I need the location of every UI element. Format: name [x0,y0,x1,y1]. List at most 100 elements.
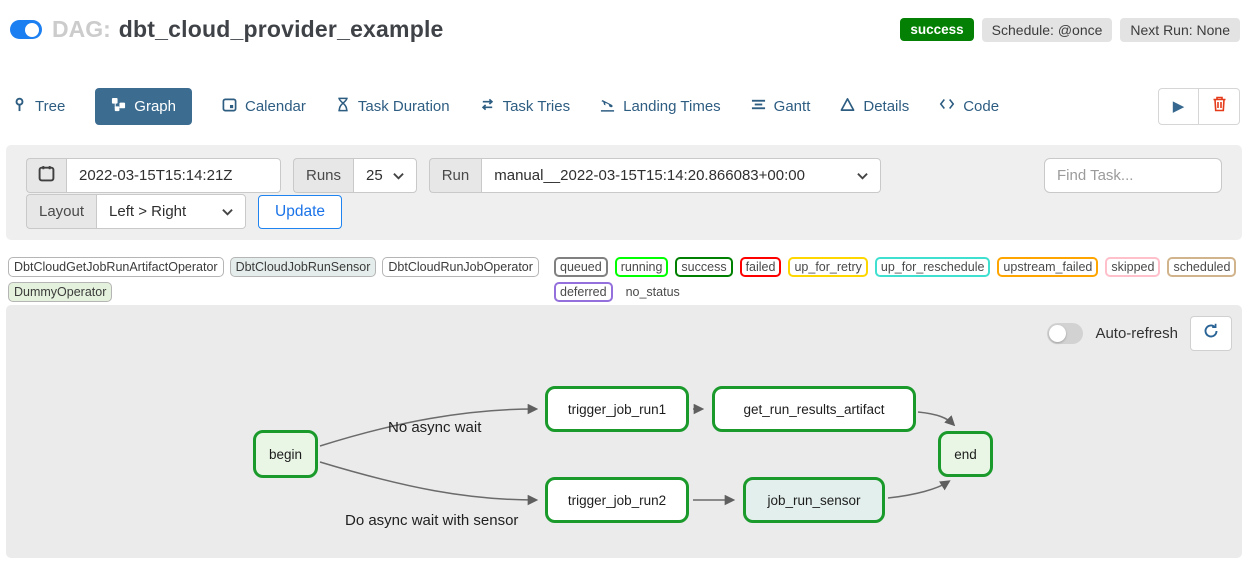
dag-title: dbt_cloud_provider_example [118,16,444,42]
tab-label: Calendar [245,97,306,115]
runs-select[interactable]: 25 [353,158,417,193]
calendar-icon [222,97,237,116]
dag-edges [319,403,956,506]
task-node-begin[interactable]: begin [253,430,318,478]
calendar-icon [38,165,55,187]
status-badge-no-status[interactable]: no_status [619,282,686,302]
header: DAG: dbt_cloud_provider_example success … [10,16,1240,43]
graph-controls: Auto-refresh [1047,316,1232,351]
plane-landing-icon [600,97,615,116]
refresh-button[interactable] [1190,316,1232,351]
filter-row-1: 2022-03-15T15:14:21Z Runs 25 Run manual_… [26,158,1222,193]
tab-label: Task Duration [357,97,450,115]
operator-badge: DbtCloudGetJobRunArtifactOperator [8,257,224,277]
status-badge: success [900,18,974,41]
update-button[interactable]: Update [258,194,343,229]
status-badge-up-for-reschedule[interactable]: up_for_reschedule [874,257,991,277]
legend: DbtCloudGetJobRunArtifactOperator DbtClo… [8,257,1242,302]
edge-label-no-async-wait: No async wait [388,419,482,436]
run-label: Run [428,158,482,193]
hourglass-icon [336,97,350,116]
dag-action-buttons: ▶ [1158,87,1240,125]
tab-label: Gantt [773,97,811,115]
auto-refresh-toggle[interactable] [1047,323,1084,344]
tab-label: Landing Times [623,97,721,115]
status-badge-failed[interactable]: failed [739,257,782,277]
chevron-down-icon [222,203,233,220]
task-node-trigger-job-run1[interactable]: trigger_job_run1 [545,386,689,432]
tab-label: Graph [134,97,176,115]
align-icon [751,97,766,116]
graph-icon [111,97,126,116]
runs-group: Runs 25 [293,158,417,193]
run-value: manual__2022-03-15T15:14:20.866083+00:00 [494,167,805,184]
task-node-get-run-results-artifact[interactable]: get_run_results_artifact [712,386,916,432]
auto-refresh-label: Auto-refresh [1095,325,1178,342]
status-badge-skipped[interactable]: skipped [1105,257,1161,277]
dag-graph-panel: begin trigger_job_run1 get_run_results_a… [6,305,1242,558]
tab-landing-times[interactable]: Landing Times [600,97,721,116]
status-badge-running[interactable]: running [614,257,669,277]
status-badge-scheduled[interactable]: scheduled [1167,257,1237,277]
status-legend: queued running success failed up_for_ret… [554,257,1242,302]
tab-task-tries[interactable]: Task Tries [480,97,571,116]
tab-tree[interactable]: Tree [12,97,65,116]
next-run-badge: Next Run: None [1120,17,1240,42]
operator-badge: DbtCloudRunJobOperator [382,257,539,277]
layout-group: Layout Left > Right [26,194,247,229]
dag-pause-toggle[interactable] [10,20,42,39]
task-node-job-run-sensor[interactable]: job_run_sensor [743,477,885,523]
status-badge-queued[interactable]: queued [554,257,608,277]
status-badge-success[interactable]: success [675,257,733,277]
refresh-icon [1203,323,1219,344]
view-tabs: Tree Graph Calendar Task Duration Task T… [12,85,1240,127]
operator-legend: DbtCloudGetJobRunArtifactOperator DbtClo… [8,257,554,302]
layout-value: Left > Right [109,203,187,220]
trash-icon [1212,96,1227,117]
run-select[interactable]: manual__2022-03-15T15:14:20.866083+00:00 [481,158,882,193]
find-task-input[interactable] [1044,158,1222,193]
task-node-trigger-job-run2[interactable]: trigger_job_run2 [545,477,689,523]
layout-select[interactable]: Left > Right [96,194,247,229]
toggle-knob [25,22,39,37]
edge-label-do-async-wait: Do async wait with sensor [345,512,519,529]
toggle-knob [1049,325,1067,342]
tab-gantt[interactable]: Gantt [751,97,811,116]
repeat-icon [480,97,495,116]
code-icon [939,97,955,115]
tab-label: Task Tries [502,97,571,115]
tree-icon [12,97,27,116]
tab-task-duration[interactable]: Task Duration [336,97,450,116]
tab-details[interactable]: Details [840,97,909,116]
triangle-icon [840,97,855,116]
delete-dag-button[interactable] [1199,87,1240,125]
chevron-down-icon [392,167,404,184]
base-date-input[interactable]: 2022-03-15T15:14:21Z [66,158,281,193]
tab-label: Code [963,97,1000,115]
trigger-dag-button[interactable]: ▶ [1158,87,1199,125]
chevron-down-icon [857,167,868,184]
status-badge-deferred[interactable]: deferred [554,282,613,302]
tab-label: Details [863,97,910,115]
play-icon: ▶ [1172,98,1185,115]
runs-value: 25 [366,167,383,184]
task-node-end[interactable]: end [938,431,993,477]
status-badge-upstream-failed[interactable]: upstream_failed [997,257,1099,277]
operator-badge: DummyOperator [8,282,113,302]
tab-graph[interactable]: Graph [95,87,192,125]
tab-calendar[interactable]: Calendar [222,97,306,116]
header-badges: success Schedule: @once Next Run: None [900,17,1240,42]
status-badge-up-for-retry[interactable]: up_for_retry [788,257,868,277]
operator-badge: DbtCloudJobRunSensor [229,257,377,277]
schedule-badge: Schedule: @once [981,17,1113,42]
layout-label: Layout [26,194,97,229]
tab-label: Tree [35,97,66,115]
run-group: Run manual__2022-03-15T15:14:20.866083+0… [428,158,882,193]
base-date-group: 2022-03-15T15:14:21Z [26,158,281,193]
runs-label: Runs [293,158,354,193]
dag-label: DAG: [52,16,111,42]
calendar-picker-button[interactable] [26,158,66,193]
filter-row-2: Layout Left > Right Update [26,194,1222,229]
tab-code[interactable]: Code [939,97,999,115]
